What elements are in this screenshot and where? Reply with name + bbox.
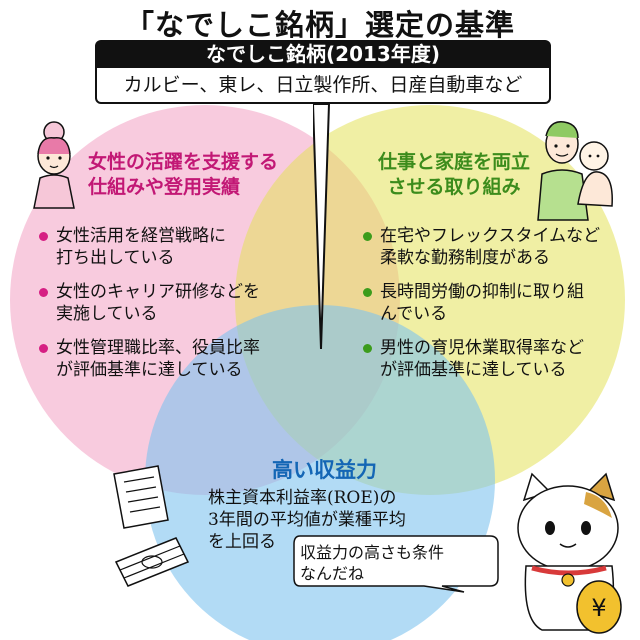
woman-icon xyxy=(33,121,75,209)
women-support-heading-line1: 女性の活躍を支援する xyxy=(88,151,279,173)
work-life-heading-line2: させる取り組み xyxy=(387,176,521,198)
work-life-heading-line1: 仕事と家庭を両立 xyxy=(377,151,530,173)
bullet-dot xyxy=(363,344,372,353)
callout-pointer xyxy=(313,104,331,350)
profitability-description: 株主資本利益率(ROE)の 3年間の平均値が業種平均 を上回る xyxy=(208,488,406,552)
svg-text:¥: ¥ xyxy=(591,594,606,622)
speech-text: 収益力の高さも条件 なんだね xyxy=(300,543,445,583)
callout-companies: カルビー、東レ、日立製作所、日産自動車など xyxy=(95,68,551,104)
list-item: 在宅やフレックスタイムなど柔軟な勤務制度がある xyxy=(360,225,630,269)
women-support-heading: 女性の活躍を支援する 仕組みや登用実績 xyxy=(88,150,278,200)
list-item: 長時間労働の抑制に取り組んでいる xyxy=(360,281,630,325)
callout-header: なでしこ銘柄(2013年度) xyxy=(95,40,551,68)
documents-and-money-icon xyxy=(113,465,190,587)
bullet-dot xyxy=(39,232,48,241)
yen-coin-icon: ¥ xyxy=(576,580,622,634)
women-support-heading-line2: 仕組みや登用実績 xyxy=(88,176,241,198)
list-item: 女性管理職比率、役員比率が評価基準に達している xyxy=(36,337,291,381)
father-and-child-icon xyxy=(537,121,613,221)
work-life-heading: 仕事と家庭を両立 させる取り組み xyxy=(344,150,564,200)
work-life-list: 在宅やフレックスタイムなど柔軟な勤務制度がある 長時間労働の抑制に取り組んでいる… xyxy=(360,225,630,393)
speech-bubble xyxy=(293,535,499,593)
bullet-dot xyxy=(363,232,372,241)
nadeshiko-stocks-callout: なでしこ銘柄(2013年度) カルビー、東レ、日立製作所、日産自動車など xyxy=(95,40,551,106)
bullet-dot xyxy=(363,288,372,297)
list-item: 男性の育児休業取得率などが評価基準に達している xyxy=(360,337,630,381)
bullet-dot xyxy=(39,344,48,353)
list-item: 女性のキャリア研修などを実施している xyxy=(36,281,291,325)
bullet-dot xyxy=(39,288,48,297)
profitability-heading: 高い収益力 xyxy=(272,458,377,482)
women-support-list: 女性活用を経営戦略に打ち出している 女性のキャリア研修などを実施している 女性管… xyxy=(36,225,291,393)
page-title: 「なでしこ銘柄」選定の基準 xyxy=(124,8,515,42)
list-item: 女性活用を経営戦略に打ち出している xyxy=(36,225,291,269)
